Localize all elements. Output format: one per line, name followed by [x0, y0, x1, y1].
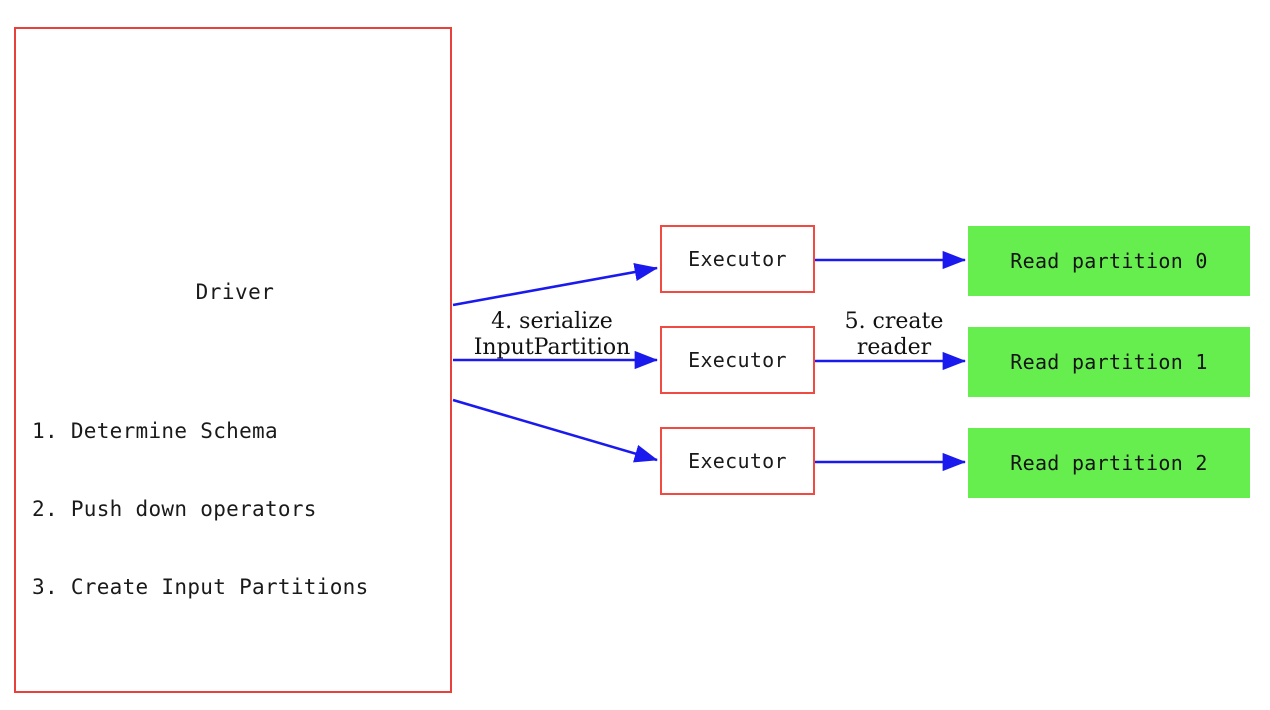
executor-box-2: Executor: [660, 427, 815, 495]
read-partition-label-0: Read partition 0: [1010, 249, 1208, 273]
driver-box: Driver 1. Determine Schema 2. Push down …: [14, 27, 452, 693]
arrow-label-serialize-line2: InputPartition: [473, 335, 631, 360]
read-partition-label-1: Read partition 1: [1010, 350, 1208, 374]
arrow-label-create-reader-line1: 5. create: [844, 309, 944, 334]
driver-step-1: 1. Determine Schema: [32, 419, 278, 443]
executor-label-2: Executor: [688, 449, 787, 473]
arrow-label-create-reader-line2: reader: [856, 335, 932, 360]
driver-steps-list: 1. Determine Schema 2. Push down operato…: [32, 366, 452, 652]
executor-box-1: Executor: [660, 326, 815, 394]
arrow-driver-to-executor-0: [452, 263, 659, 307]
arrow-label-serialize-line1: 4. serialize: [491, 309, 613, 334]
read-partition-box-0: Read partition 0: [968, 226, 1250, 296]
arrow-driver-to-executor-2: [452, 398, 658, 463]
arrow-label-create-reader: 5. create reader: [833, 309, 955, 361]
executor-label-0: Executor: [688, 247, 787, 271]
driver-step-2: 2. Push down operators: [32, 497, 317, 521]
read-partition-box-2: Read partition 2: [968, 428, 1250, 498]
driver-step-3: 3. Create Input Partitions: [32, 575, 369, 599]
arrow-label-serialize: 4. serialize InputPartition: [462, 309, 642, 361]
driver-title: Driver: [195, 280, 275, 304]
read-partition-box-1: Read partition 1: [968, 327, 1250, 397]
executor-box-0: Executor: [660, 225, 815, 293]
executor-label-1: Executor: [688, 348, 787, 372]
read-partition-label-2: Read partition 2: [1010, 451, 1208, 475]
